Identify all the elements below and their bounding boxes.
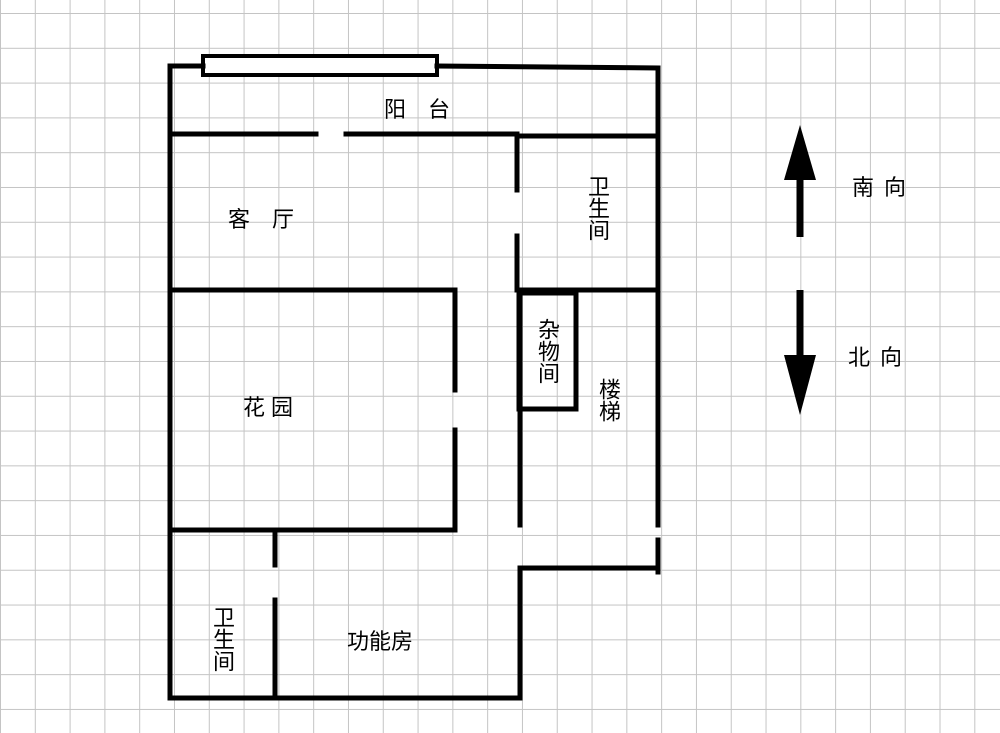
wall	[434, 63, 661, 71]
window	[201, 54, 439, 77]
compass-north-label: 北向	[848, 346, 913, 371]
room-label-garden: 花园	[243, 396, 300, 421]
room-label-function-room: 功能房	[347, 630, 414, 655]
compass-south-label: 南向	[852, 176, 917, 201]
room-label-bathroom-bottom: 卫生间	[209, 606, 234, 672]
south-arrow-icon	[784, 125, 816, 237]
room-label-balcony: 阳台	[384, 98, 473, 123]
room-label-living-room: 客厅	[228, 208, 317, 233]
room-label-stairs: 楼梯	[595, 378, 620, 422]
room-label-storage: 杂物间	[534, 318, 559, 384]
storage-wall	[516, 290, 579, 412]
room-label-bathroom-top: 卫生间	[584, 175, 609, 241]
north-arrow-icon	[784, 290, 816, 415]
